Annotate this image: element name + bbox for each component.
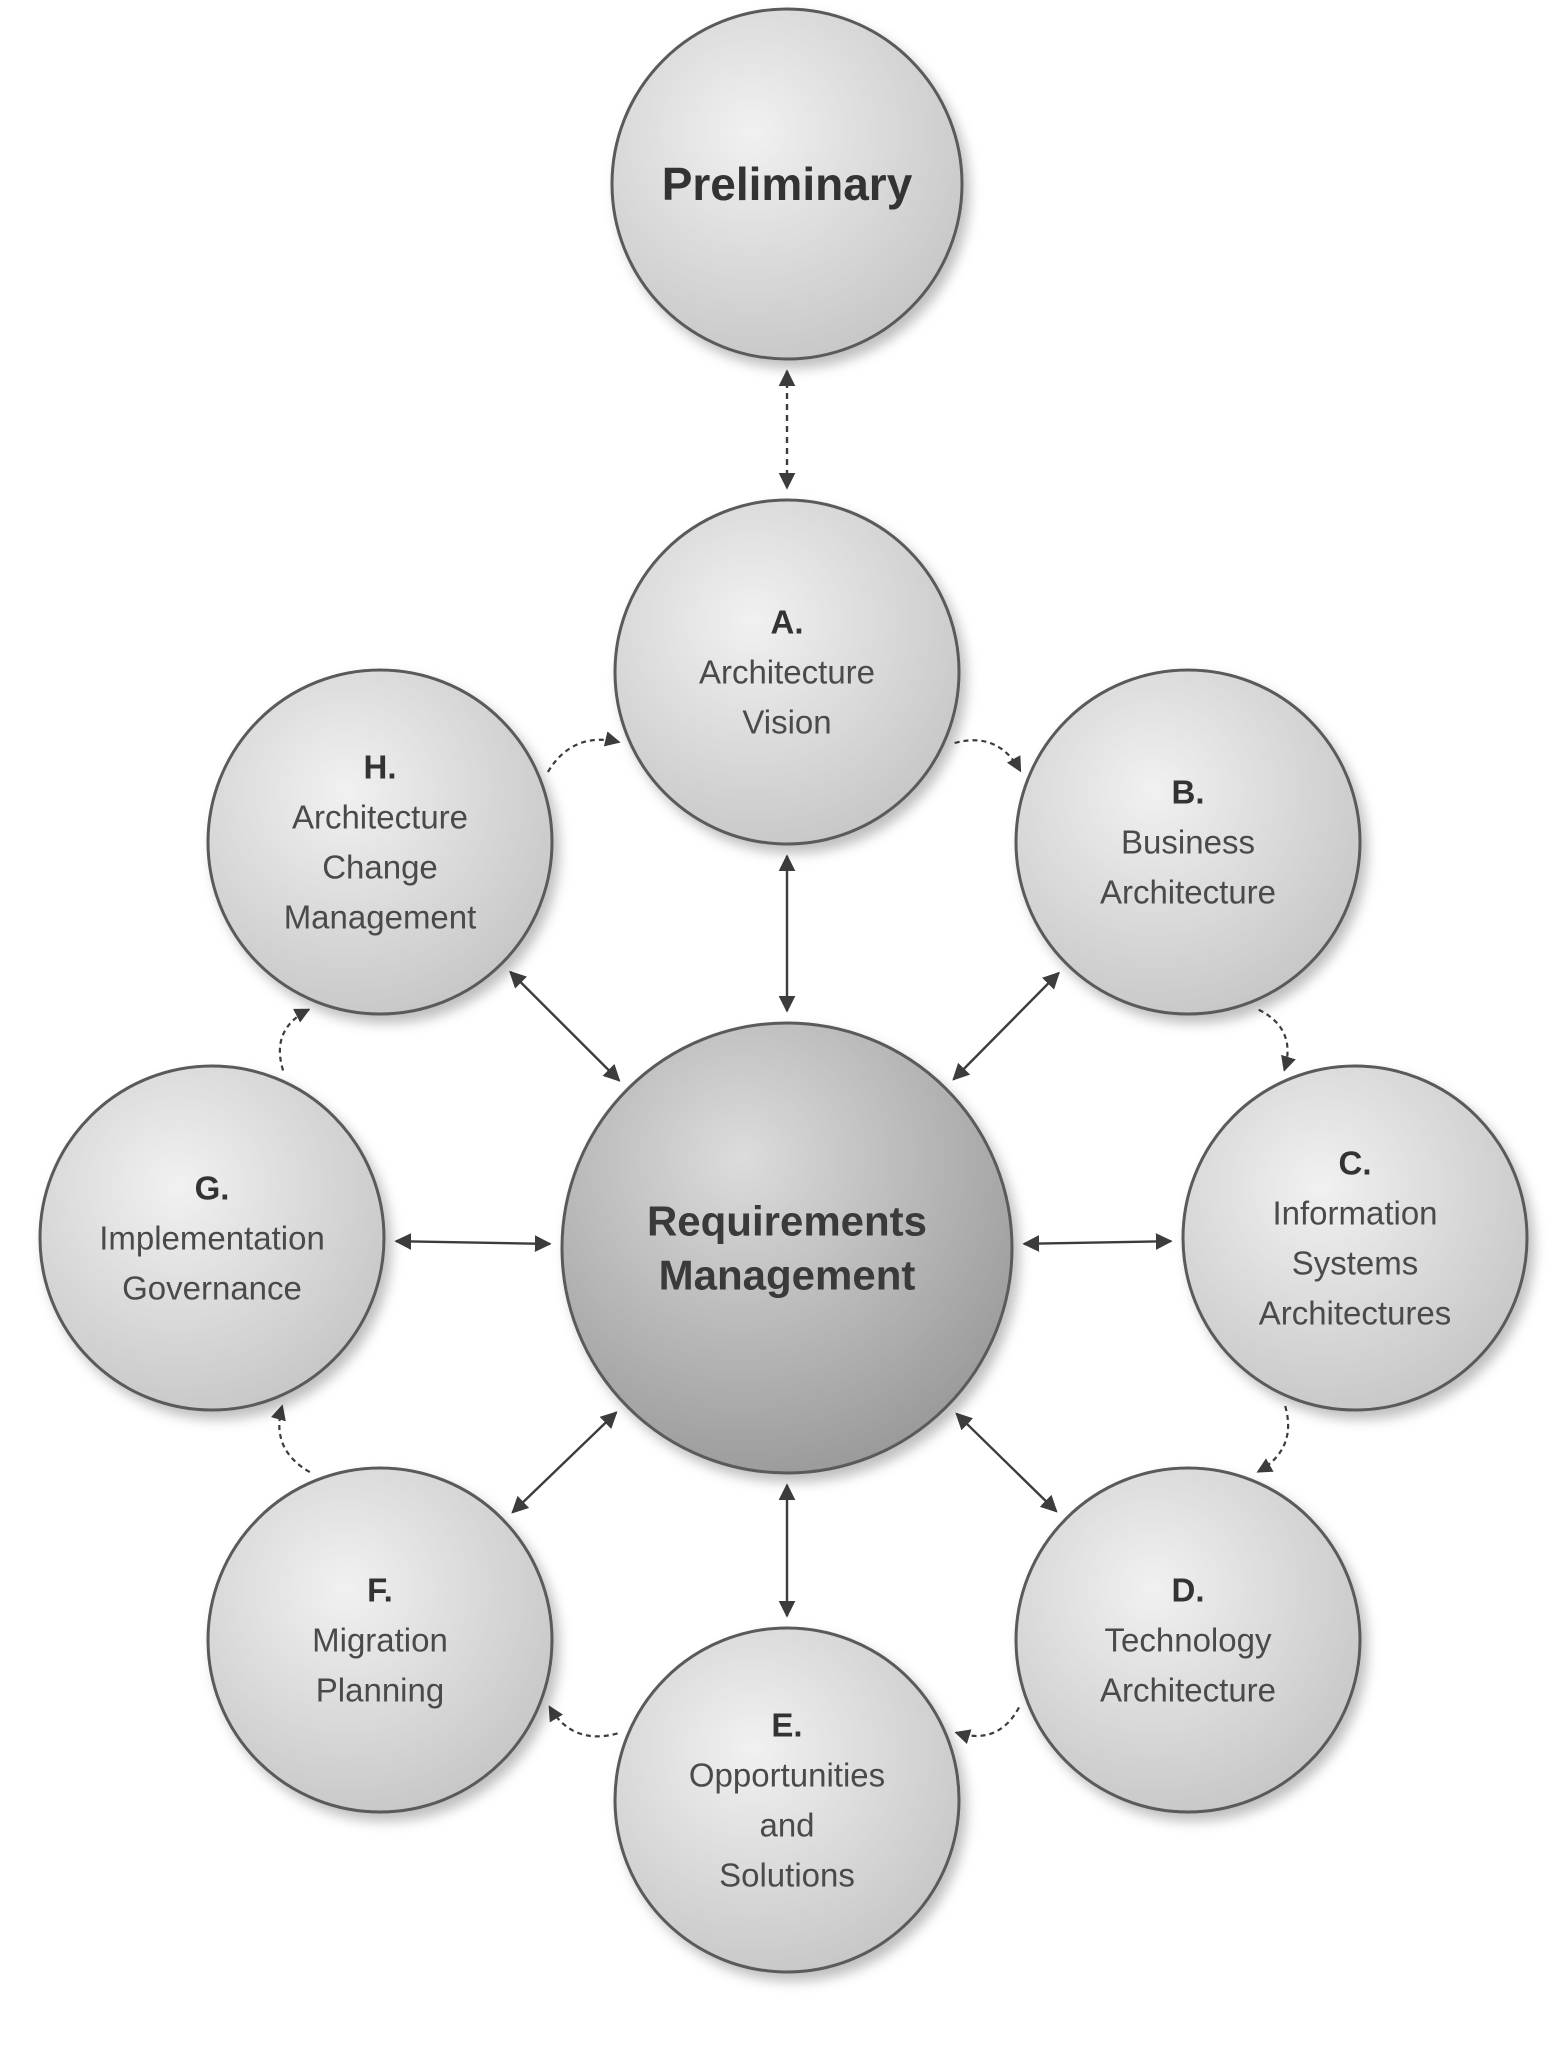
bidirectional-arrow-c-requirements	[1022, 1233, 1173, 1252]
phase-label-g-line-2: Governance	[122, 1270, 302, 1307]
phase-label-b-line-2: Architecture	[1100, 874, 1276, 911]
cycle-arrow-b-to-c	[1258, 1008, 1296, 1072]
phase-label-requirements-line-0: Requirements	[647, 1198, 927, 1245]
bidirectional-arrow-h-requirements	[509, 970, 621, 1082]
phase-label-f-line-2: Planning	[316, 1672, 444, 1709]
phase-label-requirements-line-1: Management	[659, 1252, 916, 1299]
cycle-arrow-f-to-g	[271, 1404, 311, 1474]
phase-label-e-line-1: Opportunities	[689, 1757, 885, 1794]
phase-label-c-line-2: Systems	[1292, 1245, 1419, 1282]
phase-label-a-line-2: Vision	[742, 704, 831, 741]
cycle-arrow-e-to-f	[548, 1705, 618, 1738]
phase-letter-c: C.	[1339, 1145, 1372, 1182]
bidirectional-arrow-d-requirements	[955, 1412, 1058, 1513]
cycle-arrow-c-to-d	[1256, 1405, 1290, 1473]
phase-letter-e: E.	[771, 1707, 802, 1744]
phase-label-f-line-1: Migration	[312, 1622, 448, 1659]
cycle-arrow-h-to-a	[546, 731, 621, 773]
phase-circle-b	[1014, 668, 1362, 1016]
phase-circle-f	[206, 1466, 554, 1814]
bidirectional-arrow-g-requirements	[394, 1233, 552, 1253]
phase-letter-b: B.	[1172, 774, 1205, 811]
phase-label-preliminary-line-0: Preliminary	[662, 158, 913, 210]
phase-label-d-line-2: Architecture	[1100, 1672, 1276, 1709]
phase-label-g-line-1: Implementation	[99, 1220, 325, 1257]
cycle-arrow-d-to-e	[954, 1706, 1020, 1745]
phase-label-h-line-2: Change	[322, 849, 438, 886]
phase-circle-preliminary	[610, 7, 964, 361]
phase-circle-e	[613, 1626, 961, 1974]
cycle-arrow-g-to-h	[278, 1008, 311, 1071]
phase-letter-h: H.	[364, 749, 397, 786]
phase-label-h-line-3: Management	[284, 899, 477, 936]
phase-label-d-line-1: Technology	[1105, 1622, 1272, 1659]
phase-node-layer: PreliminaryRequirementsManagementA.Archi…	[38, 7, 1529, 1974]
phase-letter-a: A.	[771, 604, 804, 641]
phase-label-b-line-1: Business	[1121, 824, 1255, 861]
phase-node-preliminary: Preliminary	[610, 7, 964, 361]
phase-label-e-line-3: Solutions	[719, 1857, 855, 1894]
phase-circle-h	[206, 668, 554, 1016]
phase-letter-f: F.	[367, 1572, 393, 1609]
cycle-arrow-a-to-b	[954, 739, 1022, 773]
phase-circle-c	[1181, 1064, 1529, 1412]
bidirectional-arrow-b-requirements	[952, 971, 1060, 1081]
connector-layer	[271, 369, 1296, 1745]
phase-label-h-line-1: Architecture	[292, 799, 468, 836]
phase-label-c-line-3: Architectures	[1259, 1295, 1452, 1332]
phase-letter-g: G.	[195, 1170, 230, 1207]
phase-circle-d	[1014, 1466, 1362, 1814]
phase-circle-requirements	[560, 1021, 1014, 1475]
phase-letter-d: D.	[1172, 1572, 1205, 1609]
phase-circle-a	[613, 498, 961, 846]
phase-label-c-line-1: Information	[1272, 1195, 1437, 1232]
phase-label-a-line-1: Architecture	[699, 654, 875, 691]
bidirectional-arrow-f-requirements	[511, 1411, 618, 1514]
phase-circle-g	[38, 1064, 386, 1412]
phase-label-e-line-2: and	[759, 1807, 814, 1844]
